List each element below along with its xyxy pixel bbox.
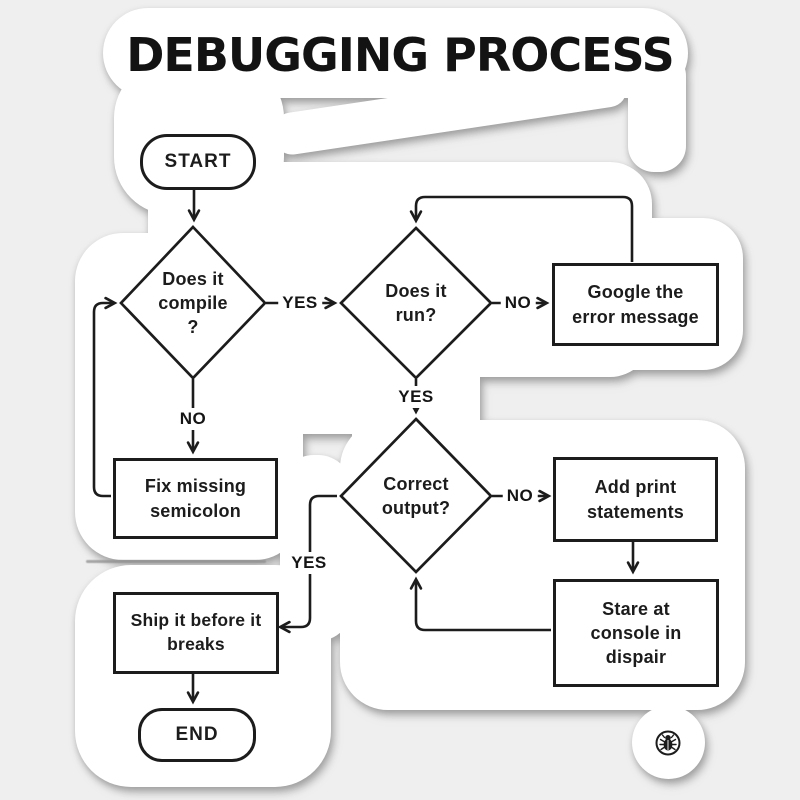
- node-does-it-run-label: Does it run?: [385, 280, 447, 325]
- decision-run-diamond: [339, 226, 493, 380]
- node-does-it-compile-label: Does it compile ?: [158, 268, 228, 338]
- decision-correct-diamond: [339, 417, 493, 574]
- node-stare-at-console: Stare at console in dispair: [553, 579, 719, 687]
- edge-stare-loop-to-correct: [409, 576, 551, 632]
- node-correct-output-label: Correct output?: [381, 473, 451, 518]
- edge-label-compile-yes: YES: [278, 292, 322, 314]
- edge-fix-loop-to-compile: [92, 296, 118, 498]
- node-end: END: [138, 708, 256, 762]
- edge-google-loop-to-run: [409, 195, 634, 262]
- node-start: START: [140, 134, 256, 190]
- bug-icon: [655, 730, 681, 756]
- node-ship-it-before-it-breaks: Ship it before it breaks: [113, 592, 279, 674]
- sticker-blob-right-column: [628, 50, 686, 172]
- node-add-print-statements: Add print statements: [553, 457, 718, 542]
- edge-label-run-no: NO: [500, 292, 536, 314]
- edge-label-correct-yes: YES: [287, 552, 331, 574]
- edge-label-run-yes: YES: [394, 386, 438, 408]
- decision-compile-diamond: [119, 225, 267, 380]
- node-fix-missing-semicolon: Fix missing semicolon: [113, 458, 278, 539]
- edge-label-compile-no: NO: [175, 408, 211, 430]
- sticker-crease: [86, 560, 266, 563]
- edge-label-correct-no: NO: [502, 485, 538, 507]
- page-title: DEBUGGING PROCESS: [126, 28, 675, 82]
- node-google-error-message: Google the error message: [552, 263, 719, 346]
